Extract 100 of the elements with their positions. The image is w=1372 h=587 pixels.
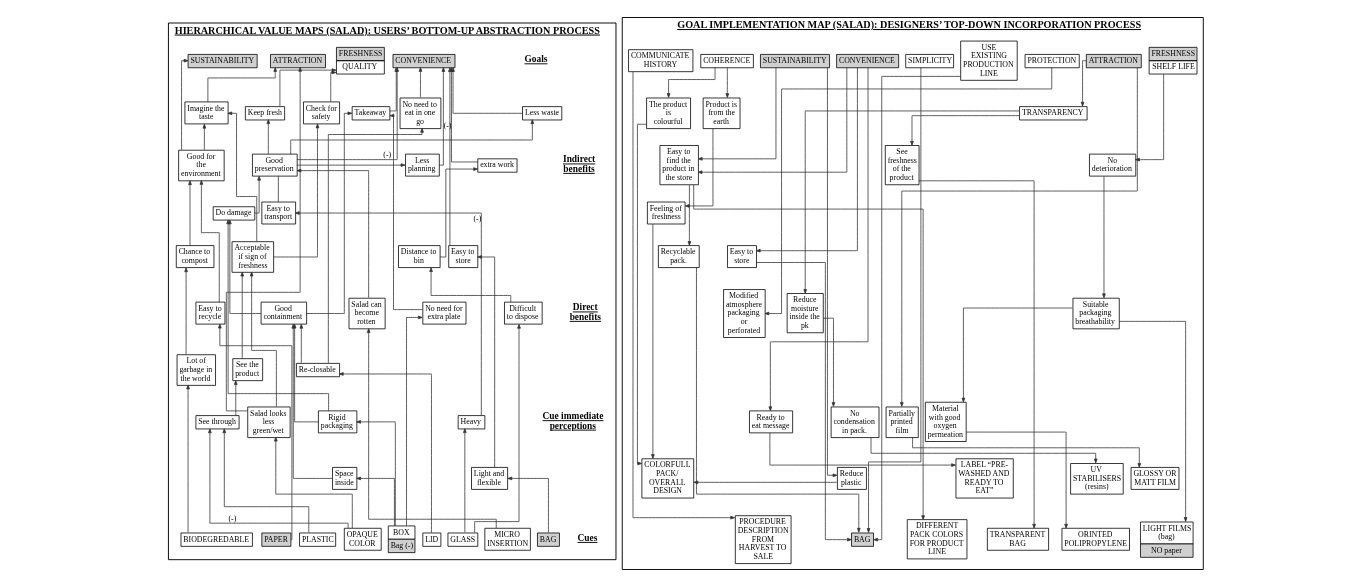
node-box: Do damage <box>212 206 256 221</box>
node-box: Easy to store <box>448 245 479 268</box>
arrow <box>687 184 692 246</box>
arrow <box>356 420 396 527</box>
node-box: SIMPLICITY <box>905 54 954 69</box>
node-box: Light and flexible <box>471 467 508 490</box>
arrow <box>474 323 521 533</box>
node-box: Reduce plastic <box>837 467 867 490</box>
arrow <box>240 271 244 359</box>
arrow <box>290 119 535 155</box>
node-box: See freshness of the product <box>884 145 920 186</box>
arrow <box>356 476 395 527</box>
arrow <box>186 384 190 533</box>
arrow <box>822 317 836 407</box>
node-box: Easy to recycle <box>195 301 226 325</box>
node-box: Distance to bin <box>398 245 441 268</box>
node-box: Suitable packaging breathability <box>1072 297 1120 330</box>
arrow <box>693 184 925 520</box>
node-box: COLORFULL PACK/ OVERALL DESIGN <box>641 458 695 499</box>
arrow <box>188 180 192 246</box>
arrow <box>961 307 1073 403</box>
arrow <box>684 127 714 208</box>
arrow <box>1080 60 1087 107</box>
arrow <box>769 432 956 467</box>
arrow <box>366 328 497 529</box>
arrow <box>697 67 848 174</box>
node-box: Chance to compost <box>175 245 215 268</box>
arrow <box>279 68 337 107</box>
arrow <box>912 436 1142 468</box>
node-box: Less waste <box>522 106 563 121</box>
node-box: COHERENCE <box>700 54 754 69</box>
node-box: Product is from the earth <box>702 97 741 129</box>
arrow <box>218 323 293 541</box>
arrow <box>910 115 1020 146</box>
arrow <box>1118 320 1188 522</box>
node-box: Check for safety <box>303 101 340 125</box>
node-box: Modified atmosphere packaging or perforated <box>723 289 766 338</box>
node-box: Material with good oxygen permeation <box>924 401 967 442</box>
arrow <box>299 323 304 364</box>
arrow <box>338 372 432 533</box>
arrow <box>226 219 329 412</box>
arrow <box>418 67 423 98</box>
arrow <box>181 58 189 151</box>
arrow <box>438 67 446 166</box>
node-box: Rigid packaging <box>318 410 358 434</box>
node-box: COMMUNICATE HISTORY <box>628 49 694 73</box>
edge-label: (-) <box>228 513 237 523</box>
arrow <box>222 428 310 533</box>
arrow <box>755 262 852 542</box>
node-box: PROCEDURE DESCRIPTION FROM HARVEST TO SALE <box>734 515 792 564</box>
label: Cues <box>577 532 598 543</box>
node-box: Imagine the taste <box>184 101 229 125</box>
edge-label: (-) <box>473 213 482 223</box>
arrow <box>296 163 406 167</box>
node-box: Reduce moisture inside the pk <box>786 293 824 334</box>
arrow <box>651 223 655 459</box>
arrow <box>234 380 238 416</box>
arrow <box>225 66 302 412</box>
edge-label: (-) <box>443 120 452 130</box>
node-box: No need to eat in one go <box>399 97 442 129</box>
arrow <box>330 70 337 103</box>
node-box: No need for extra plate <box>422 301 467 325</box>
arrow <box>873 76 961 542</box>
arrow <box>272 123 320 258</box>
node-box: DIFFERENT PACK COLORS FOR PRODUCT LINE <box>906 519 968 560</box>
node-box: Difficult to dispose <box>504 301 543 325</box>
arrow <box>507 476 549 533</box>
node-box: Easy to find the product in the store <box>659 145 699 186</box>
arrow <box>966 431 1068 529</box>
arrow <box>208 428 349 529</box>
arrow <box>439 167 479 258</box>
node-box: Heavy <box>457 415 486 430</box>
arrow <box>1135 73 1165 162</box>
node-box: Partially printed film <box>885 406 919 438</box>
node-box: PLASTIC <box>299 532 337 547</box>
node-box: GLASS <box>447 532 479 547</box>
node-box: Re-closable <box>296 363 340 378</box>
arrow <box>900 67 1138 407</box>
arrow <box>477 255 496 468</box>
arrow <box>389 113 423 310</box>
node-box: No condensation in pack. <box>830 406 880 438</box>
arrow <box>429 267 512 303</box>
node-box: Easy to transport <box>261 201 296 225</box>
node-box: Good containment <box>260 301 307 325</box>
arrow <box>228 219 262 314</box>
label: Direct benefits <box>569 302 602 322</box>
node-box: No deterioration <box>1089 153 1137 177</box>
arrow <box>637 123 647 466</box>
node-box: PROTECTION <box>1024 54 1080 69</box>
label: Cue immediate perceptions <box>542 411 604 431</box>
node-box: Salad can become rotten <box>348 297 386 330</box>
node-box: Good for the environment <box>178 149 225 182</box>
node-box: extra work <box>477 158 518 173</box>
arrow <box>327 127 424 364</box>
arrow <box>764 67 1053 316</box>
arrow <box>725 67 730 98</box>
connector <box>277 175 279 203</box>
node-box: BIODEGREDABLE <box>180 532 253 547</box>
node-box: Ready to eat message <box>749 410 794 434</box>
arrow <box>632 71 736 520</box>
